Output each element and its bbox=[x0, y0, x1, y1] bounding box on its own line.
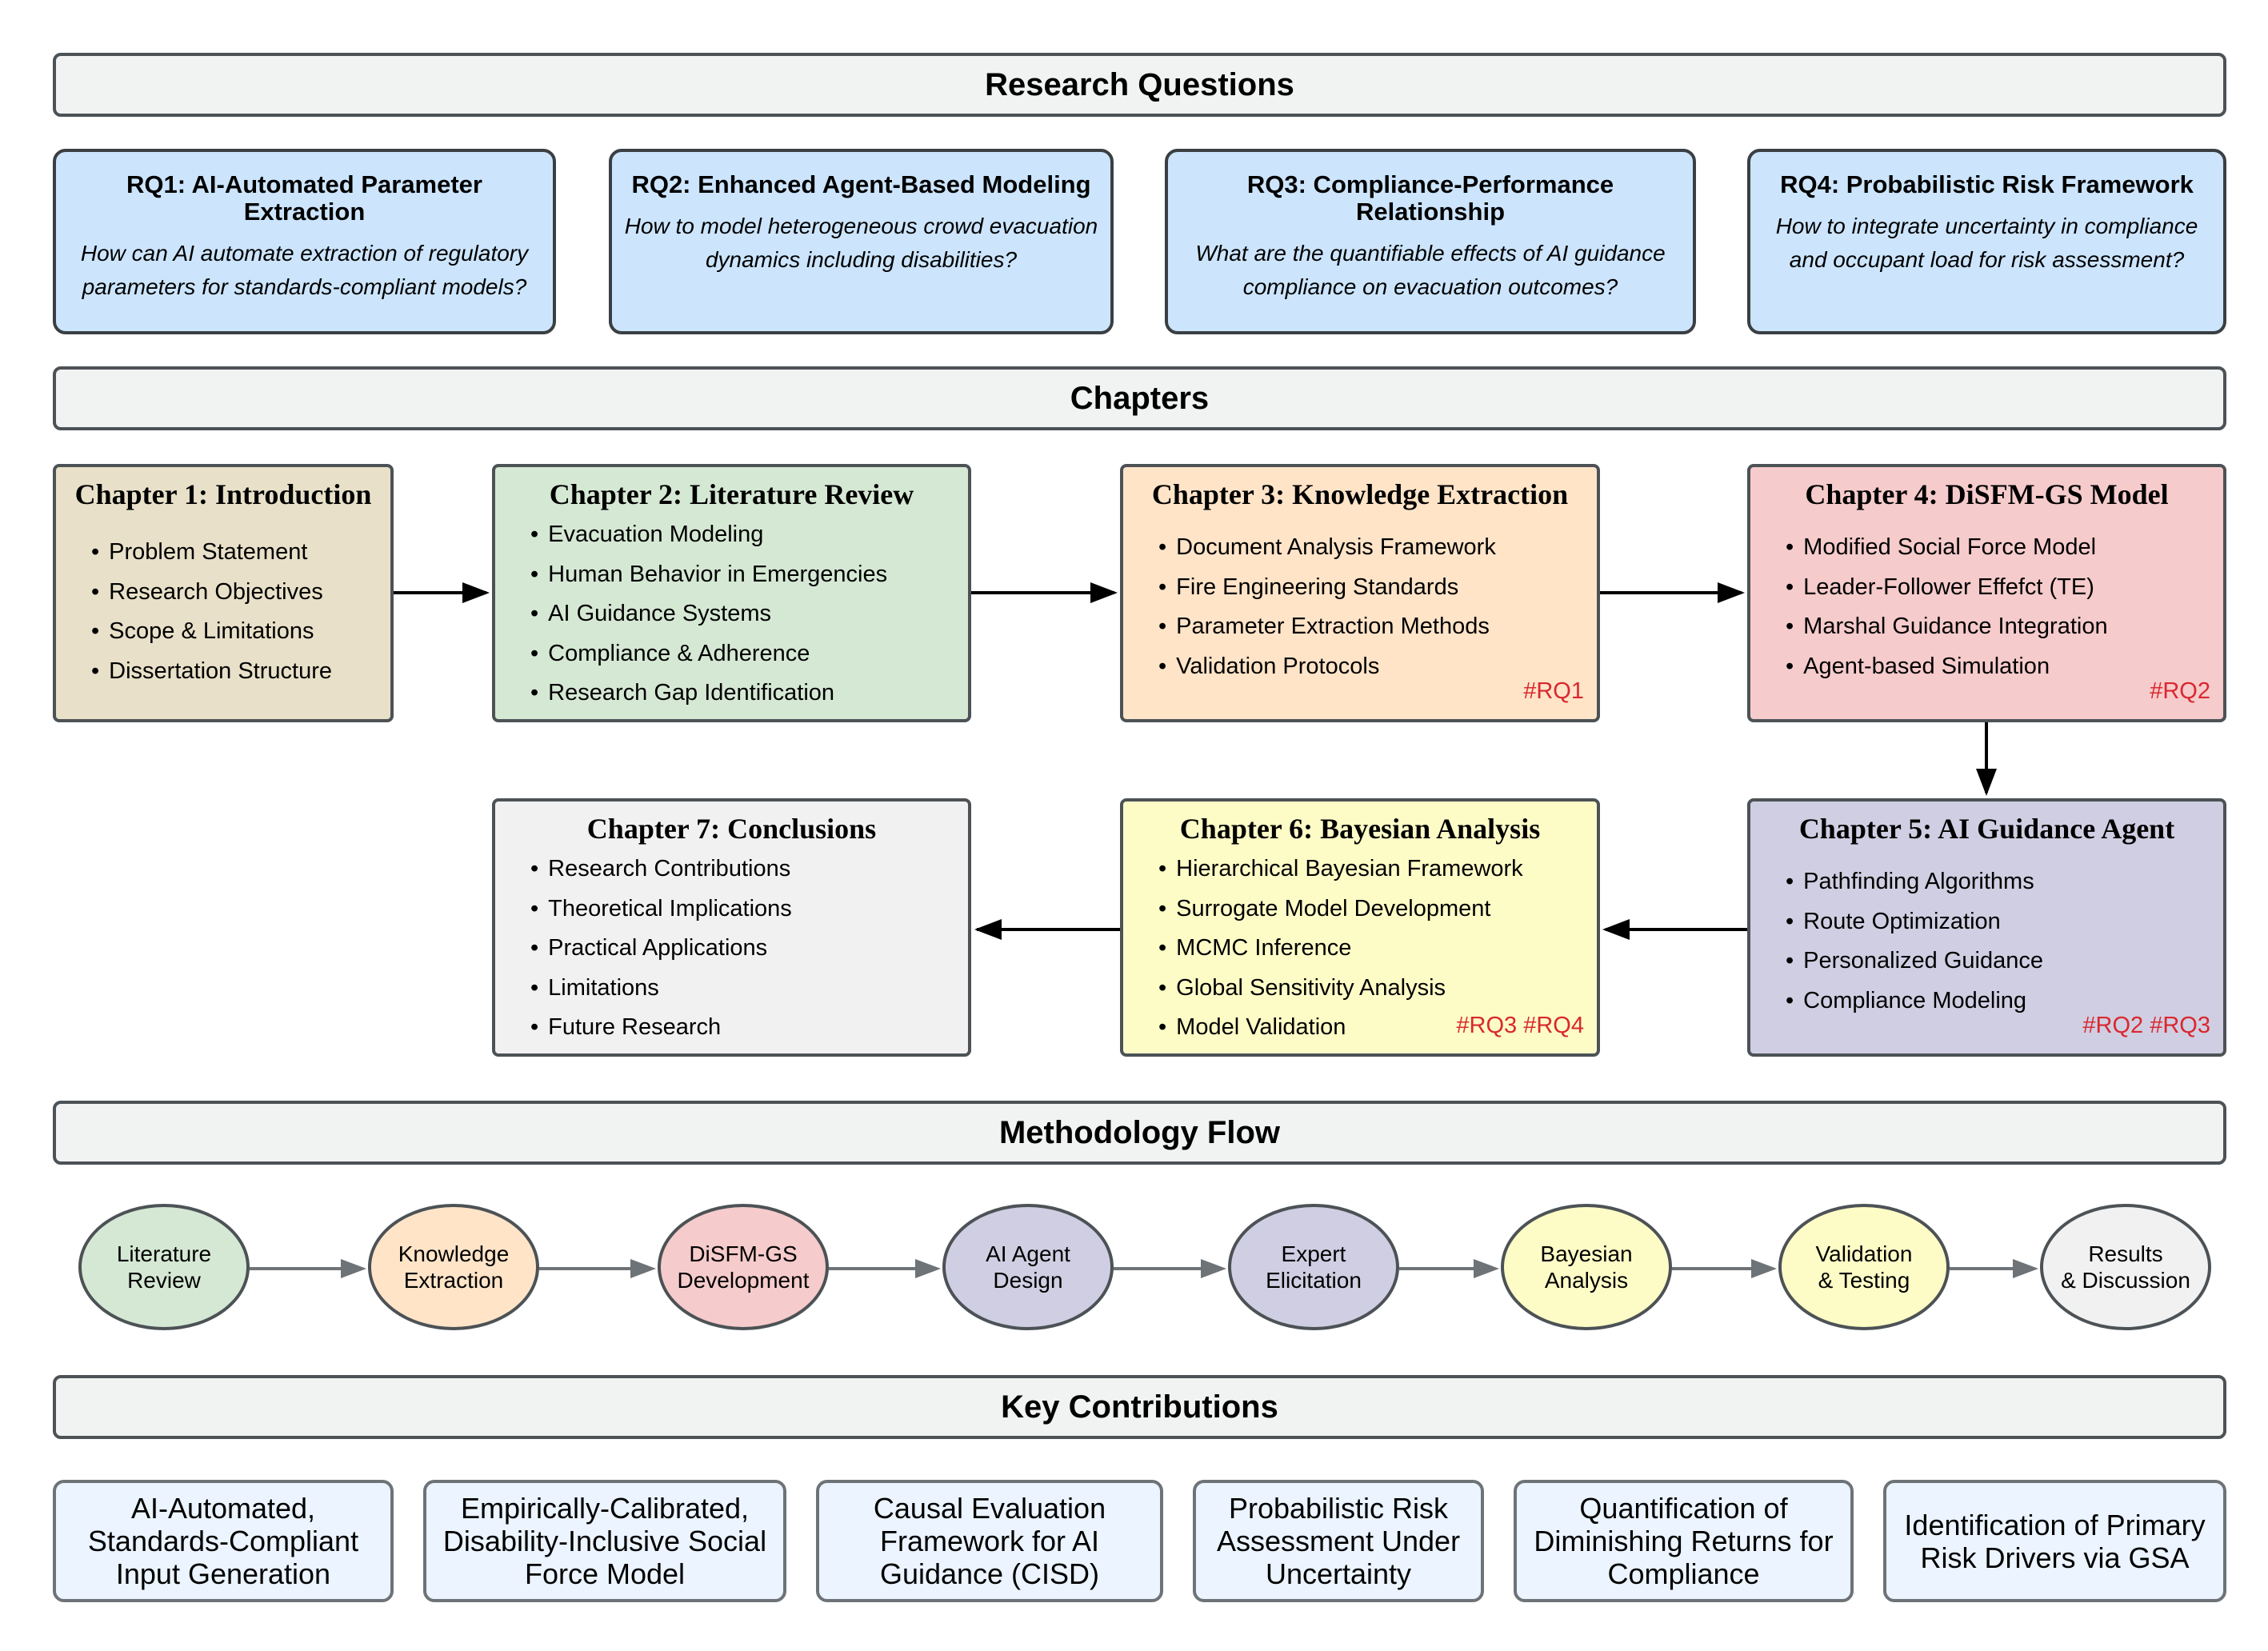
contribution-1: AI-Automated, Standards-Compliant Input … bbox=[53, 1480, 394, 1602]
chapter-5-box: Chapter 5: AI Guidance Agent Pathfinding… bbox=[1747, 798, 2226, 1057]
rq3-question: What are the quantifiable effects of AI … bbox=[1195, 241, 1666, 299]
rq1-title: RQ1: AI-Automated Parameter Extraction bbox=[126, 170, 482, 226]
chapter-1-item: Scope & Limitations bbox=[91, 612, 374, 652]
rq2-question: How to model heterogeneous crowd evacuat… bbox=[624, 214, 1098, 272]
section-header-chapters: Chapters bbox=[53, 366, 2226, 430]
rq1-box: RQ1: AI-Automated Parameter Extraction H… bbox=[53, 149, 556, 334]
chapter-7-box: Chapter 7: Conclusions Research Contribu… bbox=[492, 798, 971, 1057]
section-header-key-contributions: Key Contributions bbox=[53, 1375, 2226, 1439]
chapter-4-item: Agent-based Simulation bbox=[1786, 647, 2207, 687]
flow-node-expert-elicitation: Expert Elicitation bbox=[1228, 1204, 1399, 1330]
flow-arrowhead-1 bbox=[341, 1259, 366, 1278]
contribution-5: Quantification of Diminishing Returns fo… bbox=[1514, 1480, 1854, 1602]
chapter-2-item: Research Gap Identification bbox=[530, 674, 952, 714]
chapter-1-item: Problem Statement bbox=[91, 533, 374, 573]
rq4-question: How to integrate uncertainty in complian… bbox=[1775, 214, 2198, 272]
chapter-6-item: Surrogate Model Development bbox=[1158, 889, 1581, 929]
flow-arrowhead-5 bbox=[1474, 1259, 1499, 1278]
arrowhead-ch1-ch2 bbox=[462, 582, 490, 603]
chapter-2-item: AI Guidance Systems bbox=[530, 594, 952, 634]
contribution-3: Causal Evaluation Framework for AI Guida… bbox=[816, 1480, 1163, 1602]
flow-arrowhead-3 bbox=[915, 1259, 941, 1278]
chapter-4-box: Chapter 4: DiSFM-GS Model Modified Socia… bbox=[1747, 464, 2226, 722]
chapter-7-item: Limitations bbox=[530, 969, 952, 1009]
section-header-research-questions: Research Questions bbox=[53, 53, 2226, 117]
flow-node-validation-testing: Validation & Testing bbox=[1778, 1204, 1950, 1330]
chapter-4-title: Chapter 4: DiSFM-GS Model bbox=[1805, 478, 2169, 510]
section-header-methodology-flow: Methodology Flow bbox=[53, 1101, 2226, 1165]
chapter-4-item: Marshal Guidance Integration bbox=[1786, 607, 2207, 647]
flow-node-disfm-gs-development: DiSFM-GS Development bbox=[658, 1204, 829, 1330]
chapter-5-rq-tag: #RQ2 #RQ3 bbox=[2082, 1013, 2210, 1038]
rq2-box: RQ2: Enhanced Agent-Based Modeling How t… bbox=[609, 149, 1114, 334]
chapter-6-title: Chapter 6: Bayesian Analysis bbox=[1179, 813, 1541, 845]
chapter-6-item: Model Validation bbox=[1158, 1008, 1581, 1048]
rq3-box: RQ3: Compliance-Performance Relationship… bbox=[1165, 149, 1696, 334]
chapter-2-box: Chapter 2: Literature Review Evacuation … bbox=[492, 464, 971, 722]
flow-node-ai-agent-design: AI Agent Design bbox=[942, 1204, 1114, 1330]
chapter-1-box: Chapter 1: Introduction Problem Statemen… bbox=[53, 464, 394, 722]
flow-node-results-discussion: Results & Discussion bbox=[2040, 1204, 2211, 1330]
chapter-2-item: Compliance & Adherence bbox=[530, 634, 952, 674]
chapter-7-item: Future Research bbox=[530, 1008, 952, 1048]
chapter-4-item: Modified Social Force Model bbox=[1786, 528, 2207, 568]
rq4-box: RQ4: Probabilistic Risk Framework How to… bbox=[1747, 149, 2226, 334]
arrowhead-ch4-ch5 bbox=[1976, 769, 1997, 796]
chapter-3-item: Validation Protocols bbox=[1158, 647, 1581, 687]
contribution-6: Identification of Primary Risk Drivers v… bbox=[1883, 1480, 2226, 1602]
chapter-1-item: Research Objectives bbox=[91, 573, 374, 613]
chapter-2-item: Human Behavior in Emergencies bbox=[530, 555, 952, 595]
chapter-5-item: Personalized Guidance bbox=[1786, 941, 2207, 981]
chapter-6-box: Chapter 6: Bayesian Analysis Hierarchica… bbox=[1120, 798, 1600, 1057]
chapter-5-title: Chapter 5: AI Guidance Agent bbox=[1798, 813, 2175, 845]
rq4-title: RQ4: Probabilistic Risk Framework bbox=[1780, 170, 2194, 198]
chapter-3-item: Document Analysis Framework bbox=[1158, 528, 1581, 568]
chapter-5-item: Compliance Modeling bbox=[1786, 981, 2207, 1021]
chapter-7-item: Research Contributions bbox=[530, 849, 952, 889]
flow-node-knowledge-extraction: Knowledge Extraction bbox=[368, 1204, 539, 1330]
chapter-4-rq-tag: #RQ2 bbox=[2150, 678, 2210, 704]
arrowhead-ch6-ch7 bbox=[974, 919, 1002, 940]
chapter-1-title: Chapter 1: Introduction bbox=[74, 478, 372, 510]
chapter-6-rq-tag: #RQ3 #RQ4 bbox=[1456, 1013, 1584, 1038]
chapter-5-item: Pathfinding Algorithms bbox=[1786, 862, 2207, 902]
chapter-3-rq-tag: #RQ1 bbox=[1523, 678, 1584, 704]
arrowhead-ch2-ch3 bbox=[1090, 582, 1118, 603]
chapter-3-item: Parameter Extraction Methods bbox=[1158, 607, 1581, 647]
arrowhead-ch3-ch4 bbox=[1718, 582, 1745, 603]
contribution-2: Empirically-Calibrated, Disability-Inclu… bbox=[423, 1480, 786, 1602]
chapter-2-title: Chapter 2: Literature Review bbox=[549, 478, 914, 510]
chapter-6-item: MCMC Inference bbox=[1158, 929, 1581, 969]
chapter-3-item: Fire Engineering Standards bbox=[1158, 568, 1581, 608]
chapter-1-item: Dissertation Structure bbox=[91, 652, 374, 692]
chapter-3-title: Chapter 3: Knowledge Extraction bbox=[1151, 478, 1569, 510]
rq1-question: How can AI automate extraction of regula… bbox=[80, 241, 529, 299]
chapter-5-item: Route Optimization bbox=[1786, 902, 2207, 942]
chapter-3-box: Chapter 3: Knowledge Extraction Document… bbox=[1120, 464, 1600, 722]
chapter-6-item: Hierarchical Bayesian Framework bbox=[1158, 849, 1581, 889]
flow-arrowhead-6 bbox=[1751, 1259, 1777, 1278]
arrowhead-ch5-ch6 bbox=[1602, 919, 1630, 940]
flow-node-literature-review: Literature Review bbox=[78, 1204, 250, 1330]
flow-arrowhead-4 bbox=[1201, 1259, 1226, 1278]
flow-arrowhead-7 bbox=[2013, 1259, 2038, 1278]
rq2-title: RQ2: Enhanced Agent-Based Modeling bbox=[631, 170, 1091, 198]
chapter-4-item: Leader-Follower Effefct (TE) bbox=[1786, 568, 2207, 608]
chapter-6-item: Global Sensitivity Analysis bbox=[1158, 969, 1581, 1009]
chapter-2-item: Evacuation Modeling bbox=[530, 515, 952, 555]
rq3-title: RQ3: Compliance-Performance Relationship bbox=[1246, 170, 1614, 226]
chapter-7-title: Chapter 7: Conclusions bbox=[586, 813, 877, 845]
flow-arrowhead-2 bbox=[630, 1259, 656, 1278]
contribution-4: Probabilistic Risk Assessment Under Unce… bbox=[1193, 1480, 1484, 1602]
flow-node-bayesian-analysis: Bayesian Analysis bbox=[1501, 1204, 1672, 1330]
chapter-7-item: Theoretical Implications bbox=[530, 889, 952, 929]
chapter-7-item: Practical Applications bbox=[530, 929, 952, 969]
